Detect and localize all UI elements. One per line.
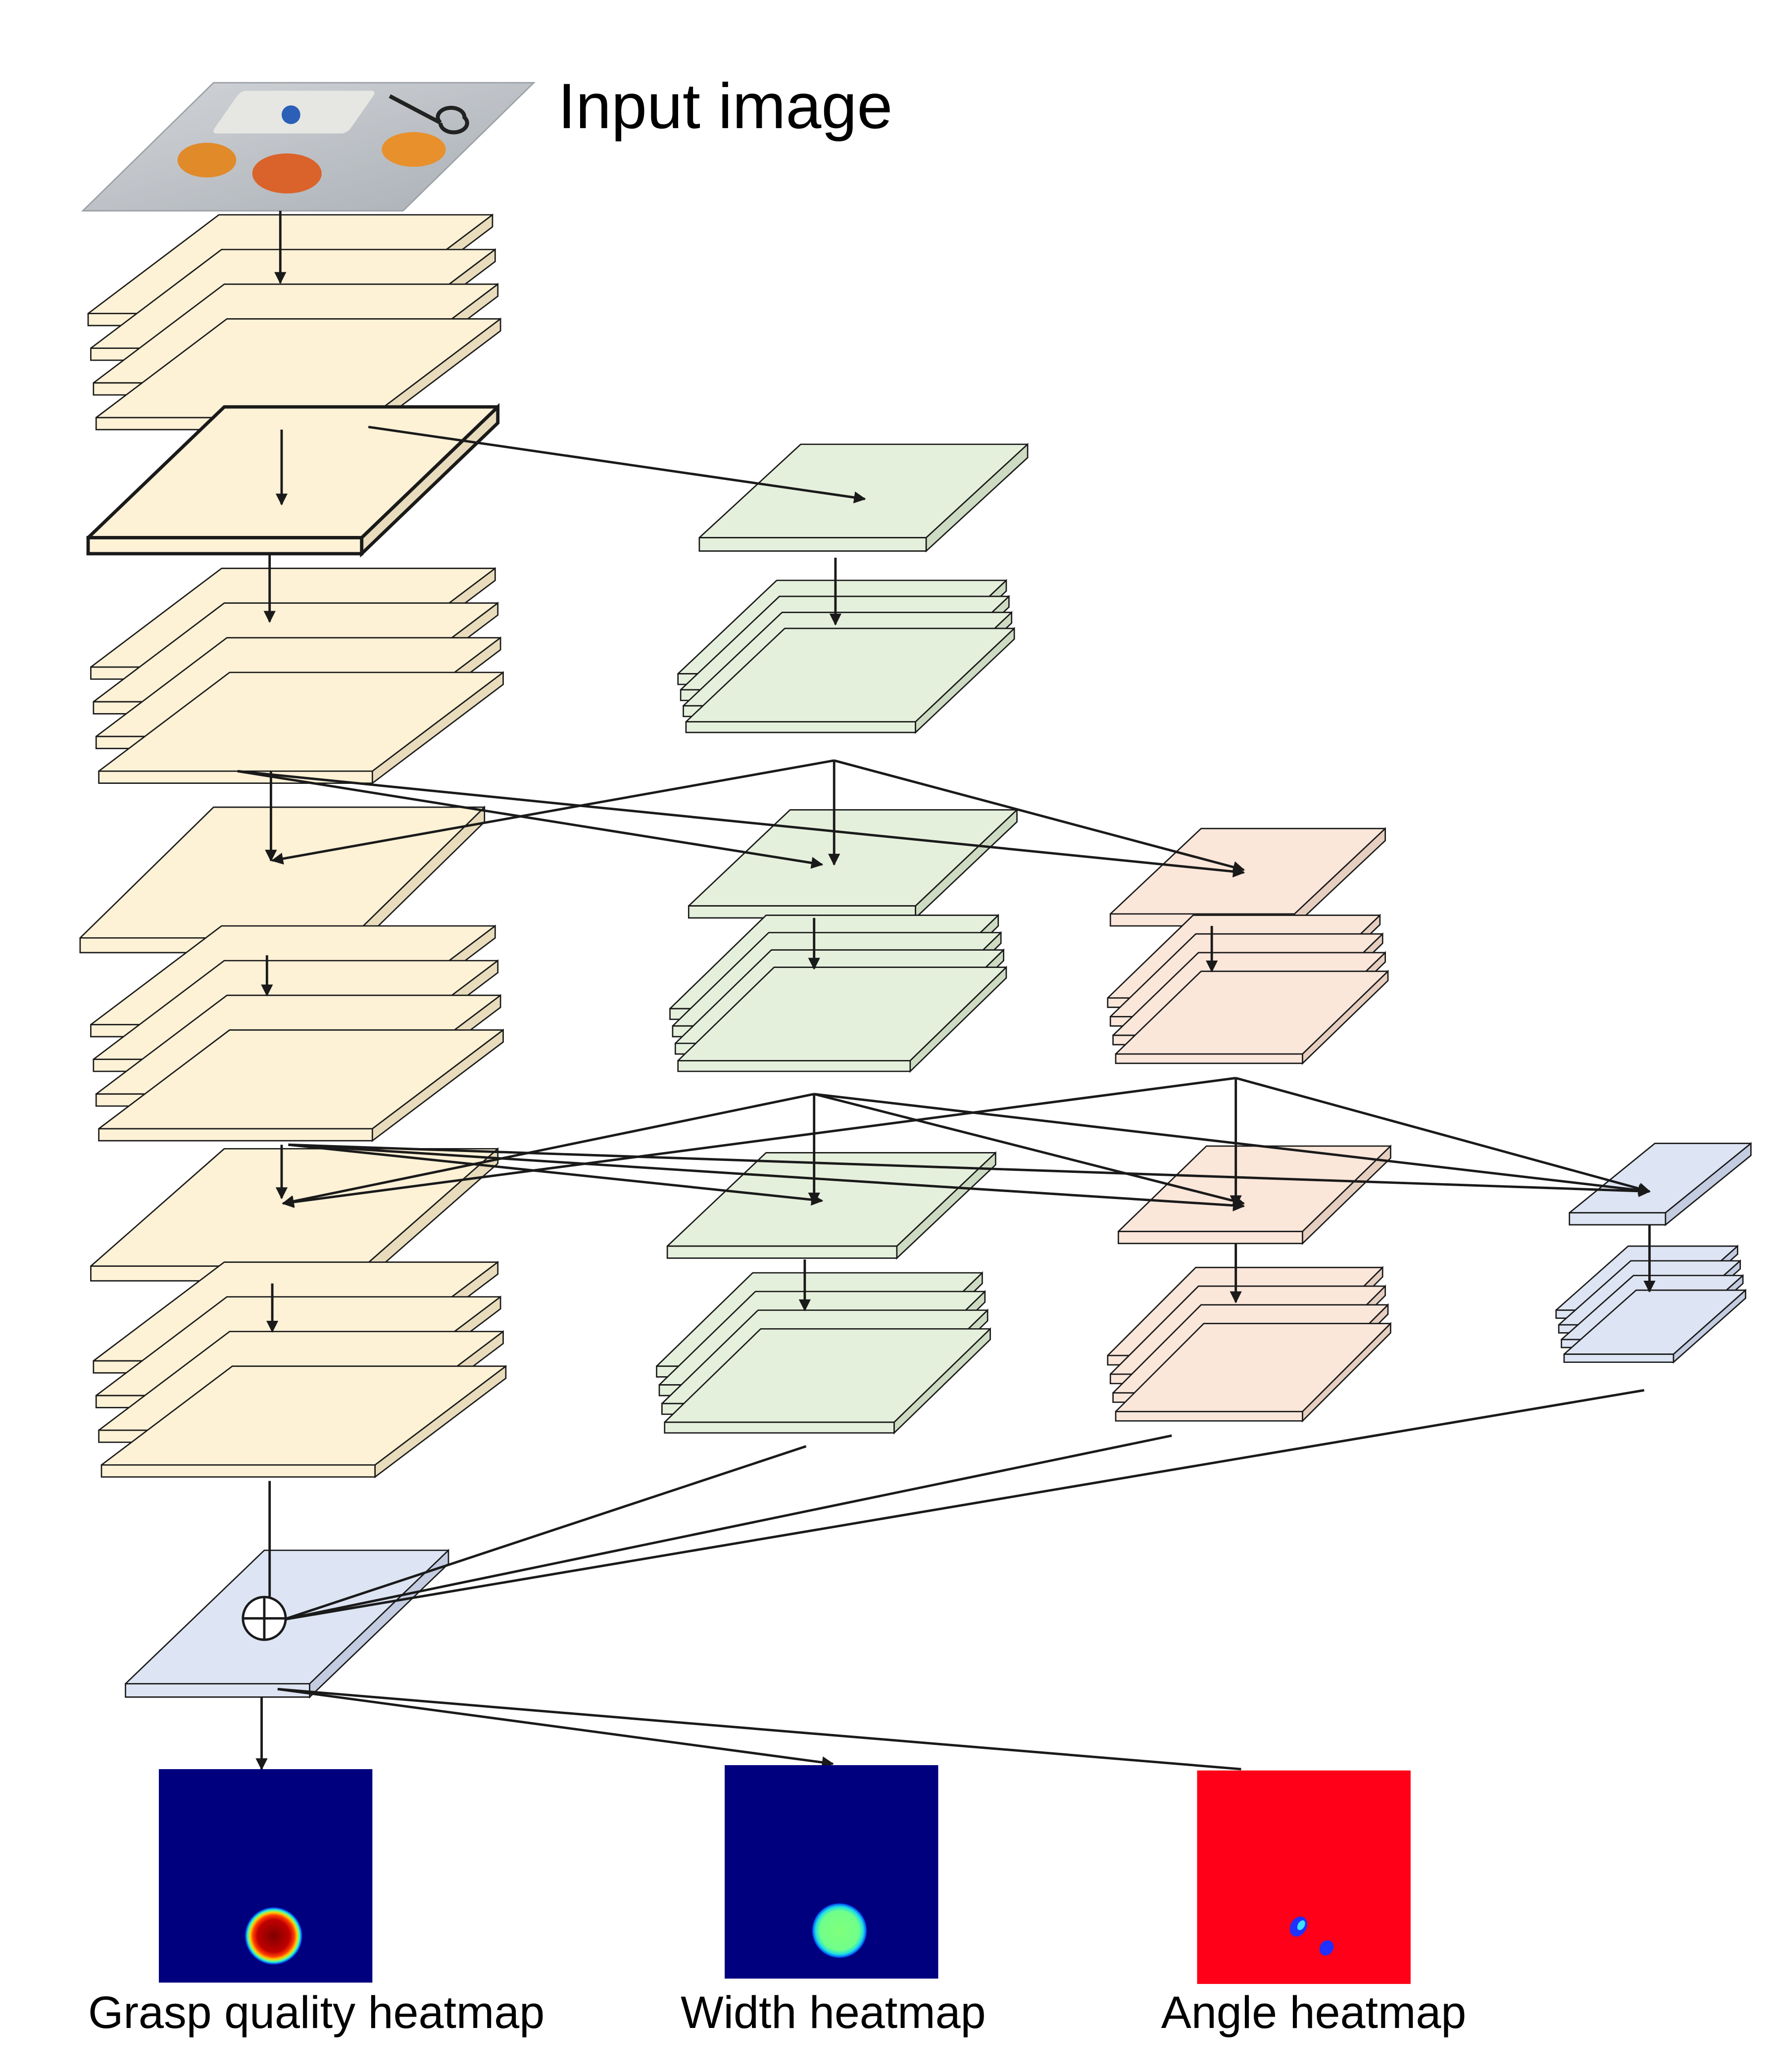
angle-speck-2 — [1319, 1940, 1334, 1956]
arrow-g-to-y2 — [271, 759, 835, 865]
green-plane-3 — [666, 1151, 996, 1260]
photo-label-dot — [281, 105, 300, 124]
fusion-plane — [125, 1548, 449, 1699]
arrow-peach-to-sum — [283, 1434, 1172, 1621]
green-plane-1 — [698, 442, 1029, 553]
peach-plane-2 — [1118, 1144, 1391, 1245]
arrow-y-to-p1 — [237, 770, 1245, 878]
layer-planes — [79, 213, 1752, 1699]
output-heatmaps — [158, 1765, 1411, 1984]
blue-plane-1 — [1569, 1142, 1752, 1226]
green-stack-2-layer-4 — [677, 965, 1007, 1073]
input-image-title: Input image — [558, 71, 892, 142]
peach-stack-2-layer-4 — [1115, 1322, 1391, 1423]
yellow-stack-3-layer-4 — [98, 1028, 504, 1142]
photo-scissors — [389, 94, 469, 135]
width-label: Width heatmap — [681, 1987, 986, 2038]
quality-blob — [244, 1906, 303, 1966]
peach-plane-1 — [1109, 827, 1386, 928]
arrow-y3-to-b1 — [288, 1143, 1651, 1197]
yellow-stack-4-layer-4 — [100, 1365, 507, 1479]
peach-stack-1-layer-4 — [1115, 969, 1389, 1065]
yellow-pool-plane — [86, 403, 500, 558]
green-stack-1-layer-4 — [685, 626, 1015, 734]
arrow-g-to-p1 — [834, 759, 1245, 873]
arrow-blue-to-sum — [283, 1389, 1645, 1621]
arrow-p-to-y3 — [282, 1077, 1236, 1208]
photo-fruit-2 — [252, 153, 322, 193]
arrow-yellow-to-green1 — [368, 426, 866, 504]
grasp-quality-label: Grasp quality heatmap — [88, 1987, 544, 2038]
green-plane-2 — [688, 808, 1018, 920]
angle-heatmap — [1197, 1770, 1411, 1984]
angle-label: Angle heatmap — [1161, 1987, 1467, 2038]
arrow-g-to-p2 — [814, 1093, 1245, 1207]
yellow-stack-2-layer-4 — [98, 671, 504, 785]
width-blob — [811, 1902, 868, 1959]
arrow-y3-to-g3 — [288, 1143, 824, 1206]
blue-stack-1-layer-4 — [1563, 1289, 1746, 1364]
arrow-g-to-b1 — [814, 1093, 1651, 1197]
input-photo-icon — [81, 82, 536, 212]
arrow-y3-to-p2 — [288, 1143, 1245, 1211]
grasp-quality-heatmap — [158, 1769, 373, 1983]
arrow-fusion-to-angle — [277, 1687, 1241, 1771]
arrow-g-to-y3 — [282, 1093, 815, 1207]
arrow-y-to-g2 — [237, 770, 824, 869]
photo-fruit-3 — [382, 132, 446, 167]
green-stack-3-layer-4 — [664, 1327, 991, 1435]
arrow-fusion-to-width — [277, 1687, 834, 1769]
connection-arrows — [237, 210, 1656, 1771]
width-heatmap — [725, 1765, 938, 1979]
arrow-green-to-sum — [282, 1445, 807, 1621]
yellow-plane-3 — [90, 1147, 499, 1283]
angle-speck-1-core — [1297, 1920, 1305, 1930]
arrow-p-to-b1 — [1235, 1077, 1651, 1195]
photo-fruit-1 — [177, 143, 237, 178]
